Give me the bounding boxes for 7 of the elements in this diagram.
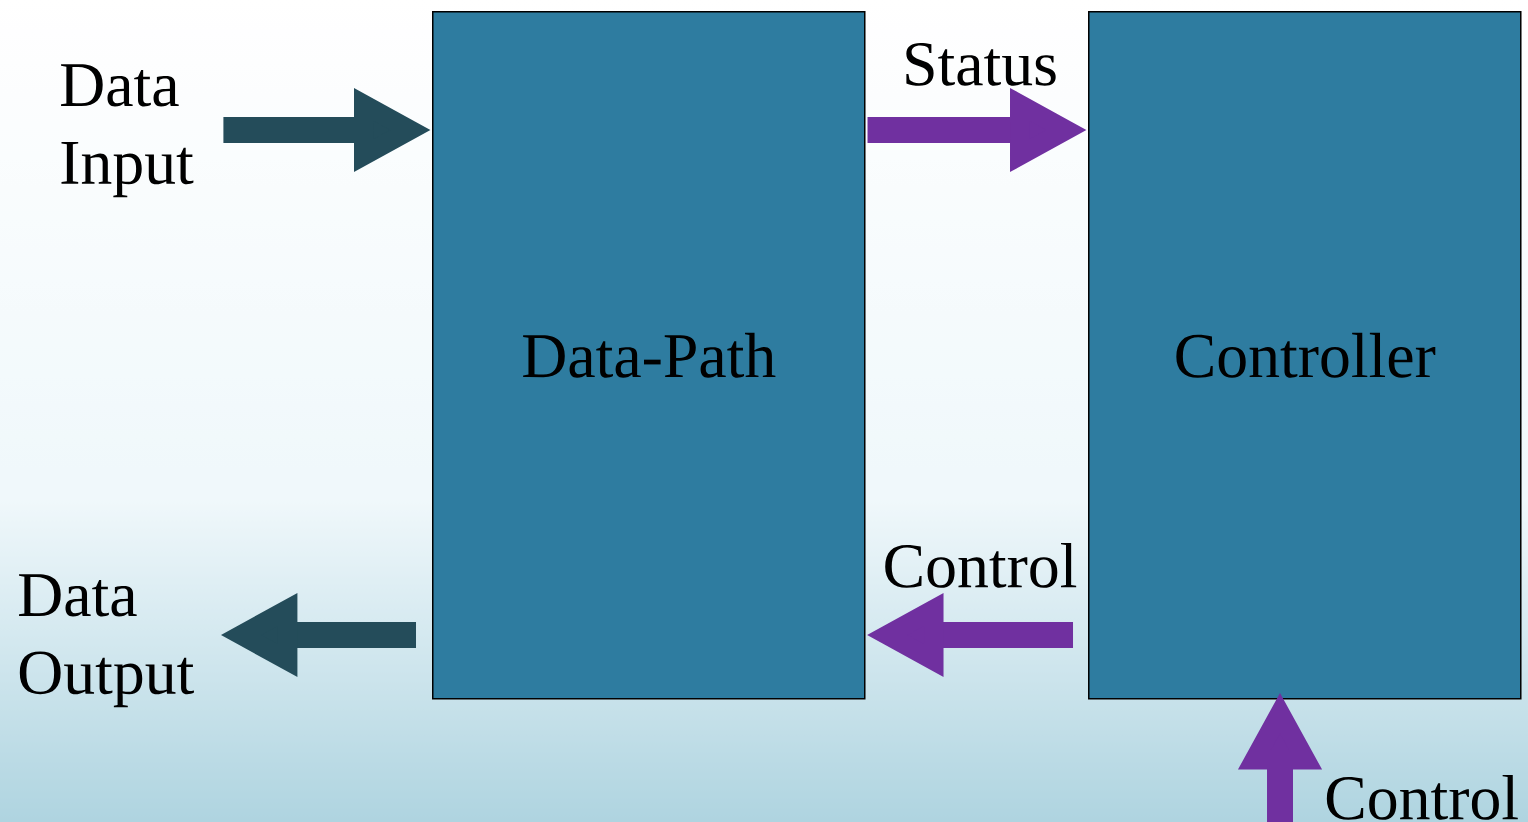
signal-label: Data Input xyxy=(61,64,194,198)
block-box: Controller xyxy=(1088,11,1522,700)
edge-label: Control xyxy=(885,542,1077,588)
edge-label: Control xyxy=(1326,774,1518,820)
edge-label: Status xyxy=(906,42,1056,86)
block-box: Data-Path xyxy=(432,11,866,700)
signal-label: Data Output xyxy=(19,574,194,708)
